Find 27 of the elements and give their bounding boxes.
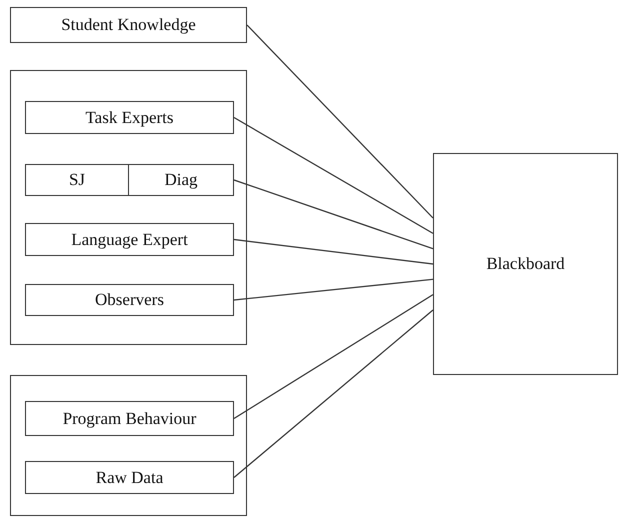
connector-line: [234, 310, 434, 478]
node-label: Program Behaviour: [62, 408, 196, 428]
text-box: [10, 7, 247, 43]
node-label: Raw Data: [96, 468, 164, 488]
node-label: Blackboard: [486, 254, 565, 274]
text-box: [25, 101, 234, 134]
group-box: [10, 375, 247, 516]
text-box: [25, 164, 129, 196]
text-box: [25, 284, 234, 316]
connector-line: [234, 278, 434, 301]
text-box: [25, 401, 234, 436]
text-box: [25, 223, 234, 256]
connector-line: [234, 294, 434, 419]
connector-line: [234, 116, 434, 234]
connector-line: [234, 179, 434, 250]
connector-line: [234, 238, 434, 265]
node-label: Task Experts: [85, 108, 174, 128]
connector-line: [246, 24, 434, 218]
node-label: Student Knowledge: [61, 15, 196, 35]
node-label: Language Expert: [71, 230, 188, 250]
blackboard-box: [433, 153, 618, 375]
text-box: [128, 164, 234, 196]
node-label: Observers: [95, 290, 164, 310]
group-box: [10, 70, 247, 345]
node-label: Diag: [164, 170, 198, 190]
text-box: [25, 461, 234, 494]
node-label: SJ: [68, 170, 86, 190]
